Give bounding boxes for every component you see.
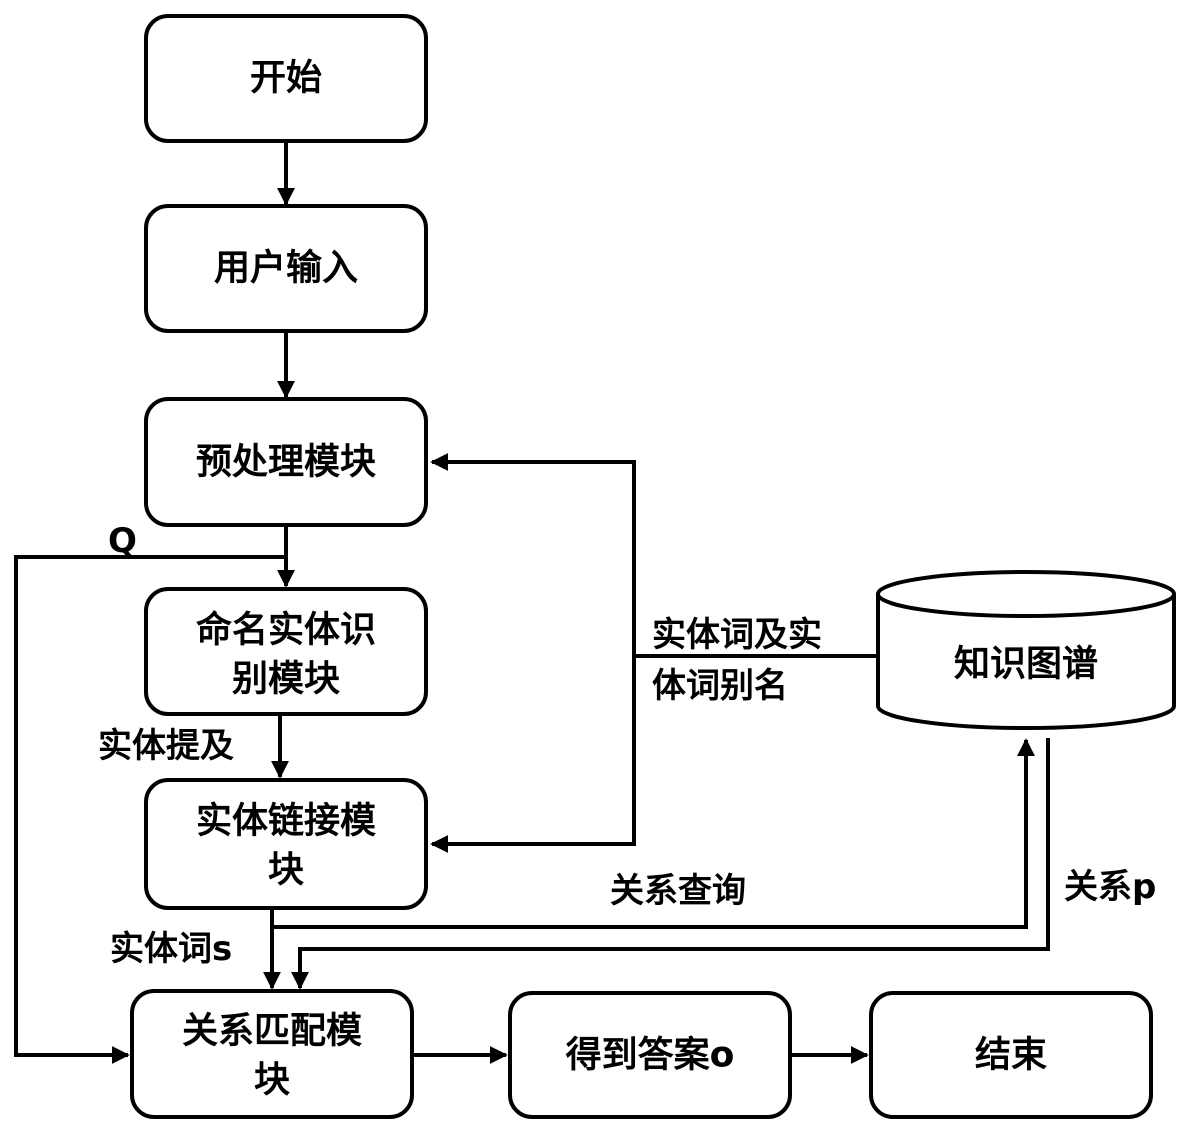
edge-relation-query-to-kg [272, 738, 1035, 929]
node-end: 结束 [869, 991, 1153, 1119]
edge-label-q: Q [108, 521, 137, 561]
node-ner: 命名实体识 别模块 [144, 587, 428, 716]
edge-relation-p-to-matching [291, 738, 1050, 990]
node-linking-label-line2: 块 [268, 850, 304, 891]
edge-label-entity-word: 实体词s [110, 929, 232, 969]
node-ner-label-line2: 别模块 [232, 659, 340, 700]
edge-q-to-matching [14, 555, 286, 1064]
node-answer-label: 得到答案o [566, 1035, 735, 1076]
edge-alias-to-linking [430, 656, 636, 853]
edge-label-relation-query: 关系查询 [610, 871, 746, 911]
node-matching-label-line2: 块 [254, 1060, 290, 1101]
edge-label-alias-line2: 体词别名 [652, 666, 788, 706]
node-user-input-label: 用户输入 [214, 248, 358, 289]
node-matching-label-line1: 关系匹配模 [182, 1011, 362, 1052]
node-matching: 关系匹配模 块 [130, 989, 414, 1119]
node-linking: 实体链接模 块 [144, 778, 428, 910]
edge-alias-to-preprocess [430, 453, 636, 656]
node-ner-label-line1: 命名实体识 [196, 609, 376, 651]
node-end-label: 结束 [975, 1035, 1047, 1076]
edge-label-alias-line1: 实体词及实 [652, 615, 822, 655]
node-linking-label-line1: 实体链接模 [196, 801, 376, 842]
node-start-label: 开始 [250, 58, 322, 99]
node-start: 开始 [144, 14, 428, 143]
node-user-input: 用户输入 [144, 204, 428, 333]
node-preprocess: 预处理模块 [144, 397, 428, 527]
edge-label-relation-p: 关系p [1064, 867, 1156, 907]
node-answer: 得到答案o [508, 991, 792, 1119]
edge-label-mention: 实体提及 [98, 726, 234, 766]
node-preprocess-label: 预处理模块 [196, 442, 376, 483]
node-knowledge-graph-label: 知识图谱 [954, 644, 1098, 685]
node-knowledge-graph-cylinder: 知识图谱 [876, 570, 1176, 730]
